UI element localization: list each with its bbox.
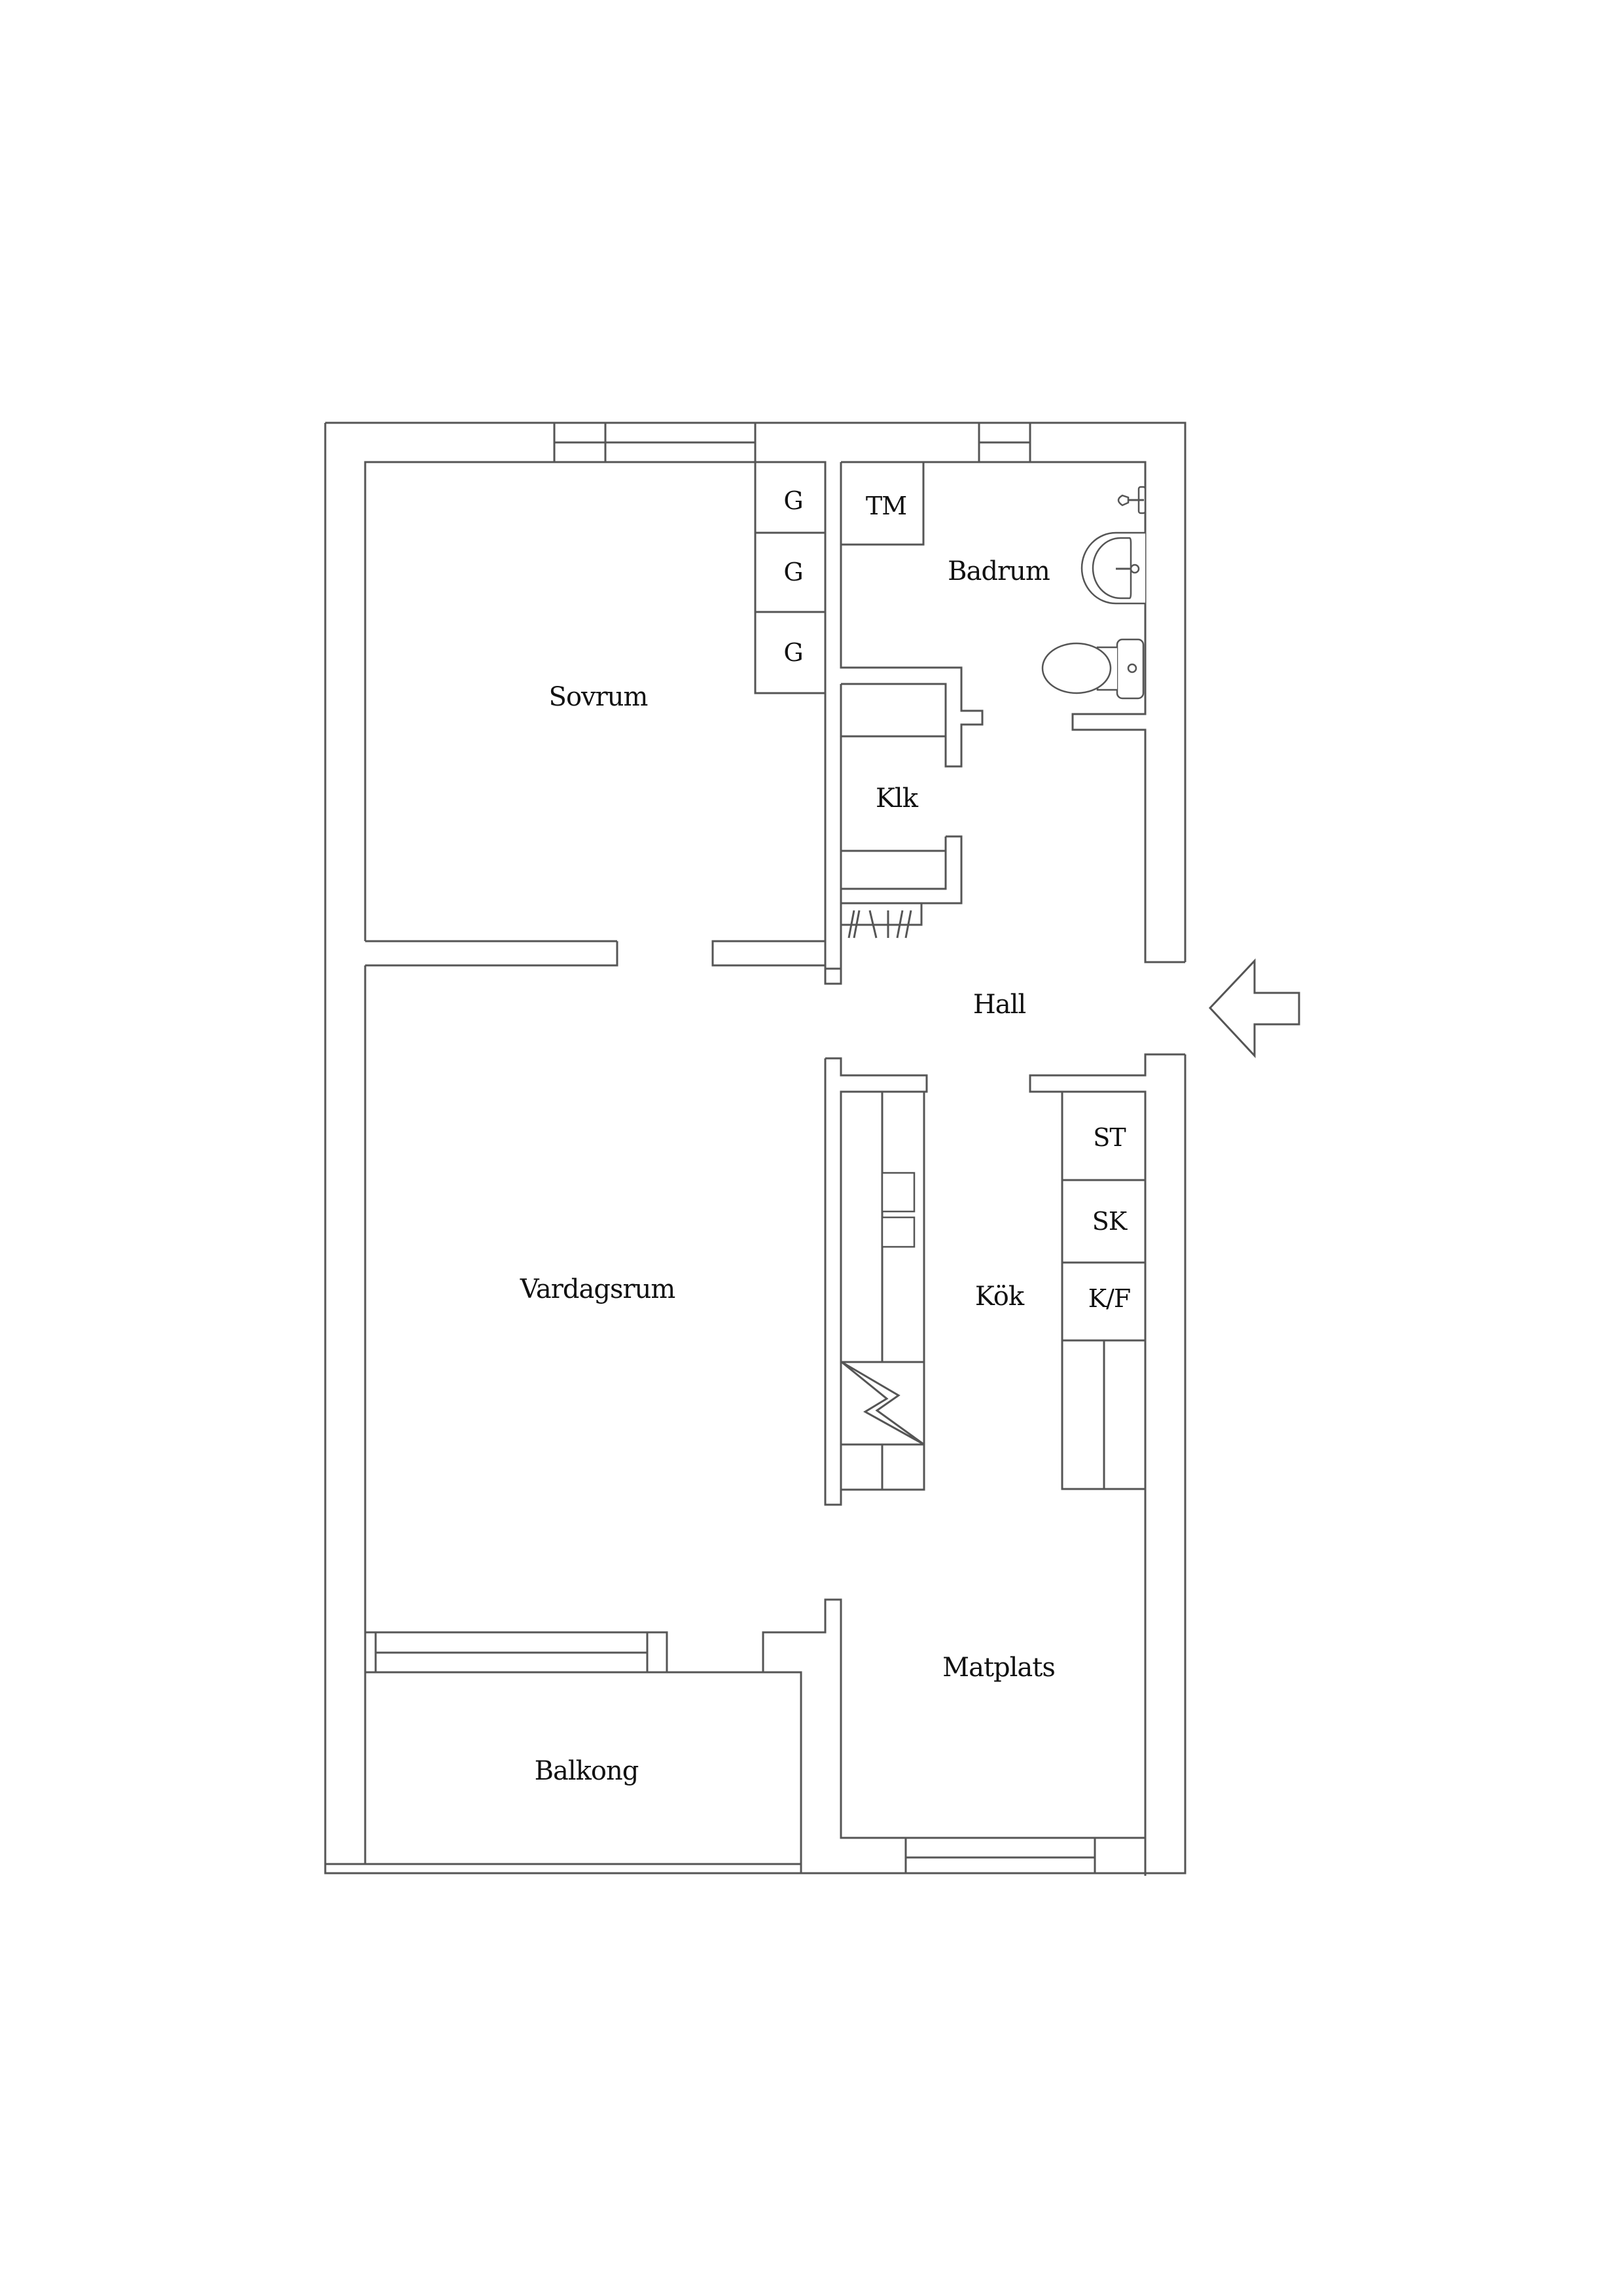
kitchen-counter-left xyxy=(824,1057,928,1506)
kitchen-counter-right xyxy=(1061,1092,1145,1490)
room-label-badrum: Badrum xyxy=(948,556,1050,586)
fixture-label-g2: G xyxy=(783,558,803,586)
room-label-balkong: Balkong xyxy=(534,1756,639,1786)
stove-icon xyxy=(841,1361,925,1446)
shoe-rack-icon xyxy=(847,910,912,939)
fixture-label-sk: SK xyxy=(1092,1207,1127,1236)
klk-closet xyxy=(824,735,963,985)
room-label-klk: Klk xyxy=(876,783,918,814)
room-label-sovrum: Sovrum xyxy=(548,682,649,712)
outer-walls xyxy=(324,422,1186,1874)
kitchen-sink-icon xyxy=(881,1172,916,1248)
window-top-left xyxy=(553,423,755,462)
balcony-door xyxy=(374,1632,649,1672)
shower-icon xyxy=(1117,486,1147,514)
window-bottom xyxy=(904,1838,1096,1873)
fixture-label-tm: TM xyxy=(865,492,907,520)
sink-icon xyxy=(1080,531,1145,605)
arrow-left-icon xyxy=(1208,958,1300,1058)
fixture-label-kf: K/F xyxy=(1088,1284,1132,1313)
fixture-label-g1: G xyxy=(783,486,803,515)
toilet-icon xyxy=(1041,638,1145,700)
room-label-kok: Kök xyxy=(974,1282,1024,1312)
room-label-hall: Hall xyxy=(972,990,1026,1020)
window-top-right xyxy=(978,423,1031,462)
lower-walls xyxy=(325,965,1145,1873)
room-label-vardagsrum: Vardagsrum xyxy=(520,1274,676,1304)
room-label-matplats: Matplats xyxy=(942,1653,1056,1683)
wardrobe-closets xyxy=(754,423,825,694)
fixture-label-g3: G xyxy=(783,638,803,667)
fixture-label-st: ST xyxy=(1093,1123,1126,1152)
entrance-walls xyxy=(1029,1053,1185,1876)
sovrum-walls xyxy=(364,461,827,967)
